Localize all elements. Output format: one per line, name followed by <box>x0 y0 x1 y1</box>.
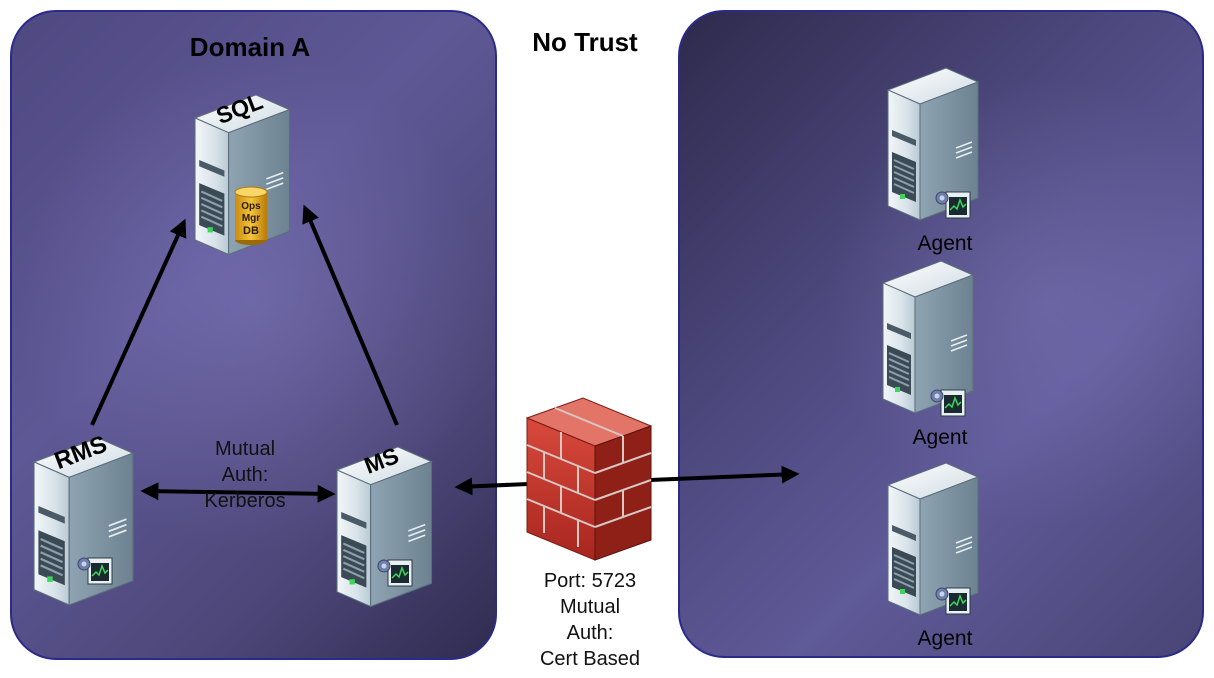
ms-server-icon: MS <box>335 442 433 608</box>
db-badge-line-1: Ops <box>241 201 261 212</box>
kerberos-auth-line-3: Kerberos <box>204 490 286 512</box>
cert-auth-line-2: Mutual <box>559 596 621 618</box>
ms-to-sql-arrow <box>302 204 399 426</box>
rms-ms-arrow <box>140 482 336 503</box>
kerberos-auth-line-1: Mutual <box>214 438 276 460</box>
firewall-icon <box>525 397 653 561</box>
cert-auth-line-3: Auth: <box>566 622 614 644</box>
kerberos-auth-line-2: Auth: <box>221 464 269 486</box>
db-badge-line-2: Mgr <box>242 213 260 224</box>
ops-mgr-db-icon: Ops Mgr DB <box>234 186 268 245</box>
cert-auth-label: Port: 5723 Mutual Auth: Cert Based <box>515 568 665 672</box>
cert-auth-line-1: Port: 5723 <box>543 570 637 592</box>
firewall-to-agents-arrow <box>649 465 800 484</box>
ms-to-firewall-arrow <box>454 477 529 496</box>
no-trust-title: No Trust <box>532 27 638 57</box>
kerberos-auth-label: Mutual Auth: Kerberos <box>185 436 305 514</box>
domain-a-title: Domain A <box>189 32 311 62</box>
db-badge-line-3: DB <box>243 225 259 237</box>
rms-to-sql-arrow <box>90 218 187 426</box>
agent-label-1: Agent <box>917 232 973 255</box>
cert-auth-line-4: Cert Based <box>539 648 641 670</box>
rms-server-icon: RMS <box>32 431 135 607</box>
agent-label-3: Agent <box>917 627 973 650</box>
agent-label-2: Agent <box>912 426 968 449</box>
